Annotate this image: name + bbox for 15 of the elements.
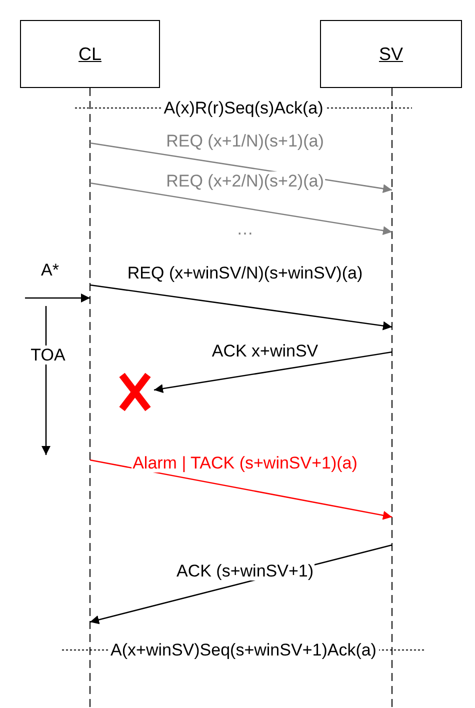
message-arrow [90, 284, 392, 330]
axis-label: TOA [30, 346, 66, 364]
state-label: A(x+winSV)Seq(s+winSV+1)Ack(a) [108, 640, 380, 660]
edge-label: REQ (x+2/N)(s+2)(a) [165, 172, 325, 190]
object-box: CL [20, 20, 160, 88]
object-box: SV [320, 20, 462, 88]
edge-label: REQ (x+winSV/N)(s+winSV)(a) [126, 264, 364, 282]
edge-label: Alarm | TACK (s+winSV+1)(a) [132, 454, 358, 472]
edge-label: REQ (x+1/N)(s+1)(a) [165, 132, 325, 150]
message-arrow [90, 182, 392, 235]
state-label: A(x)R(r)Seq(s)Ack(a) [160, 98, 326, 118]
edge-label: ACK (s+winSV+1) [176, 562, 314, 580]
message-arrow [154, 351, 392, 394]
message-arrow [25, 294, 90, 302]
message-arrow [90, 459, 392, 520]
